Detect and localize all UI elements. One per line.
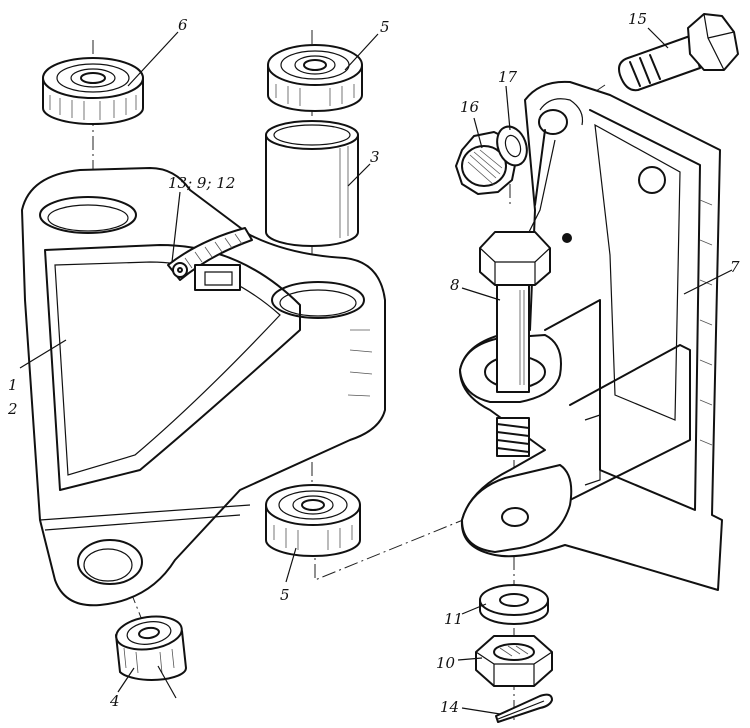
label-6: 6 [178,16,188,34]
lever-body [21,167,386,607]
label-10: 10 [436,654,456,672]
label-16: 16 [460,98,480,116]
bushing [265,120,359,247]
small-bearing [115,615,187,681]
washer [479,584,549,625]
label-14: 14 [440,698,459,716]
label-7: 7 [730,258,740,276]
label-11: 11 [444,610,463,628]
cotter-pin [495,693,553,723]
label-1: 1 [8,376,18,394]
label-3: 3 [370,148,380,166]
nut [475,635,553,687]
top-bearing-left [42,57,144,125]
label-15: 15 [628,10,647,28]
bearing-upper [267,44,363,112]
label-5-bottom: 5 [280,586,290,604]
top-bolt [618,13,739,92]
label-4: 4 [109,692,120,710]
label-17: 17 [498,68,518,86]
bearing-lower [265,484,361,557]
label-8: 8 [450,276,460,294]
ground-strap [167,227,253,291]
bracket [459,80,723,591]
hex-bolt [479,231,551,457]
leader-lines [19,27,733,715]
label-2: 2 [7,400,18,418]
label-13-9-12: 13; 9; 12 [168,174,235,192]
part-labels: 6 5 3 13; 9; 12 1 2 5 4 8 7 15 16 17 11 … [7,10,740,716]
spring-washer [496,125,528,167]
label-5-top: 5 [380,18,390,36]
